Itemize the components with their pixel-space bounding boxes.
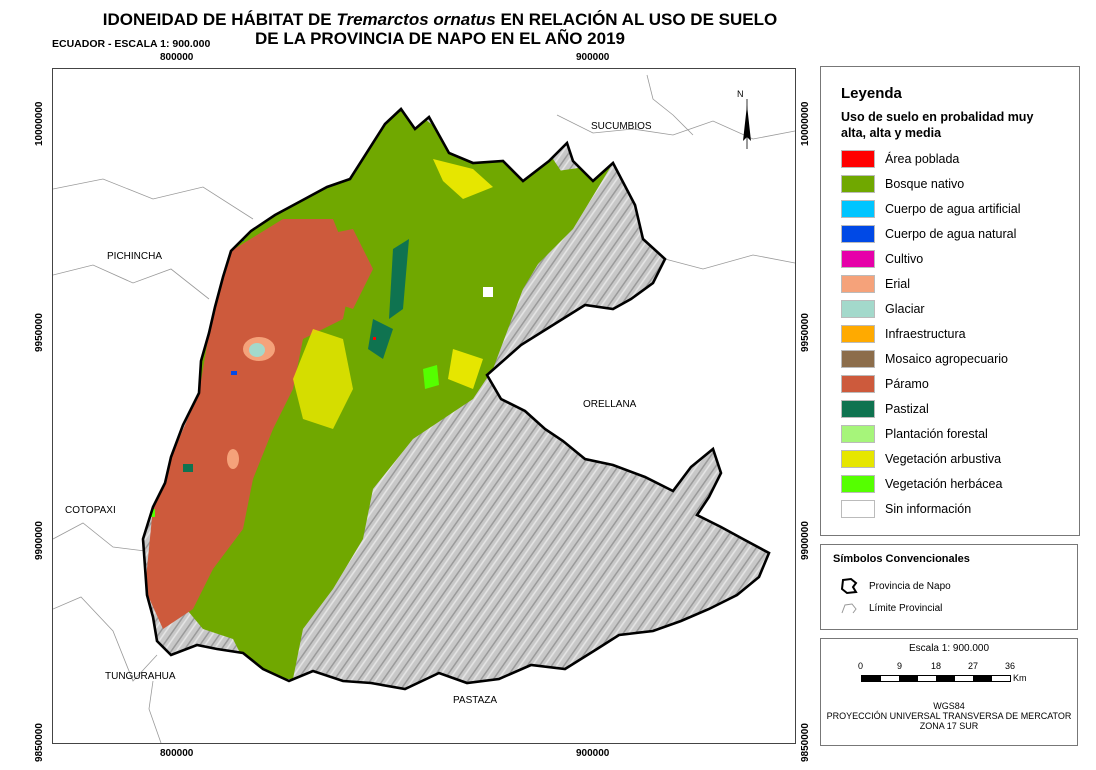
legend-panel: Leyenda Uso de suelo en probalidad muy a… [820,66,1080,536]
label-tungurahua: TUNGURAHUA [105,671,176,682]
legend-swatch [841,450,875,468]
map-frame: N SUCUMBIOS PICHINCHA ORELLANA COTOPAXI … [52,68,796,744]
legend-label: Cultivo [885,252,924,266]
scale-tick-0: 0 [858,661,864,671]
legend-label: Mosaico agropecuario [885,352,1008,366]
legend-swatch [841,200,875,218]
title-line1-pre: IDONEIDAD DE HÁBITAT DE [102,10,337,29]
legend-item: Cultivo [841,249,923,269]
title-species: Tremarctos ornatus [336,10,496,29]
legend-swatch [841,275,875,293]
projection-datum: WGS84 [933,701,965,711]
scale-tick-36: 36 [1005,661,1016,671]
legend-item: Plantación forestal [841,424,988,444]
scale-unit: Km [1013,673,1027,683]
conv-item-limite: Límite Provincial [839,601,942,615]
map-title: IDONEIDAD DE HÁBITAT DE Tremarctos ornat… [60,10,820,48]
map-subtitle: ECUADOR - ESCALA 1: 900.000 [52,38,211,50]
legend-item: Cuerpo de agua artificial [841,199,1021,219]
scale-bar: 0 9 18 27 36 Km [858,661,1051,691]
y-tick-left-9850000: 9850000 [34,723,45,762]
x-tick-top-900000: 900000 [576,52,610,63]
legend-subtitle: Uso de suelo en probalidad muy alta, alt… [841,110,1034,140]
y-tick-right-9850000: 9850000 [800,723,811,762]
conventions-panel: Símbolos Convencionales Provincia de Nap… [820,544,1078,630]
projection-zone: ZONA 17 SUR [919,721,979,731]
label-orellana: ORELLANA [583,399,637,410]
legend-swatch [841,250,875,268]
y-tick-left-9900000: 9900000 [34,521,45,560]
scale-tick-27: 27 [968,661,979,671]
legend-label: Área poblada [885,152,960,166]
conventions-title: Símbolos Convencionales [833,553,970,565]
legend-label: Pastizal [885,402,929,416]
legend-item: Mosaico agropecuario [841,349,1008,369]
legend-label: Plantación forestal [885,427,988,441]
legend-item: Infraestructura [841,324,966,344]
legend-label: Cuerpo de agua natural [885,227,1017,241]
legend-label: Cuerpo de agua artificial [885,202,1021,216]
legend-item: Erial [841,274,910,294]
legend-item: Bosque nativo [841,174,964,194]
conv-item-napo: Provincia de Napo [839,577,951,595]
x-tick-bottom-800000: 800000 [160,748,194,759]
legend-swatch [841,500,875,518]
legend-swatch [841,375,875,393]
projection-info: WGS84 PROYECCIÓN UNIVERSAL TRANSVERSA DE… [821,701,1077,731]
legend-item: Sin información [841,499,971,519]
conv-label-napo: Provincia de Napo [869,580,951,592]
scale-title: Escala 1: 900.000 [908,643,990,654]
legend-swatch [841,325,875,343]
y-tick-left-10000000: 10000000 [34,101,45,147]
legend-label: Páramo [885,377,929,391]
legend-swatch [841,425,875,443]
legend-swatch [841,475,875,493]
y-tick-right-10000000: 10000000 [800,101,811,147]
scale-panel: Escala 1: 900.000 0 9 18 27 36 Km WGS84 … [820,638,1078,746]
projection-name: PROYECCIÓN UNIVERSAL TRANSVERSA DE MERCA… [826,711,1072,721]
napo-landcover [143,109,769,689]
legend-title: Leyenda [841,85,902,102]
legend-swatch [841,300,875,318]
title-line1-post: EN RELACIÓN AL USO DE SUELO [495,10,778,29]
label-sucumbios: SUCUMBIOS [591,121,652,132]
legend-item: Vegetación herbácea [841,474,1002,494]
legend-item: Glaciar [841,299,925,319]
y-tick-left-9950000: 9950000 [34,313,45,352]
legend-swatch [841,150,875,168]
napo-province-symbol-icon [840,577,858,595]
legend-item: Área poblada [841,149,959,169]
map-canvas [53,74,795,743]
x-tick-top-800000: 800000 [160,52,194,63]
provincial-boundaries [53,74,795,743]
scale-tick-18: 18 [931,661,942,671]
provincial-limit-symbol-icon [841,603,857,614]
legend-swatch [841,350,875,368]
conv-label-limite: Límite Provincial [869,602,943,614]
legend-item: Vegetación arbustiva [841,449,1001,469]
legend-label: Sin información [885,502,972,516]
north-label: N [737,89,744,99]
label-cotopaxi: COTOPAXI [65,505,116,516]
legend-swatch [841,175,875,193]
legend-label: Vegetación herbácea [885,477,1003,491]
legend-item: Cuerpo de agua natural [841,224,1016,244]
legend-swatch [841,400,875,418]
y-tick-right-9900000: 9900000 [800,521,811,560]
legend-label: Glaciar [885,302,925,316]
legend-label: Vegetación arbustiva [885,452,1002,466]
legend-label: Infraestructura [885,327,966,341]
legend-item: Pastizal [841,399,929,419]
x-tick-bottom-900000: 900000 [576,748,610,759]
y-tick-right-9950000: 9950000 [800,313,811,352]
label-pichincha: PICHINCHA [107,251,163,262]
title-line2: DE LA PROVINCIA DE NAPO EN EL AÑO 2019 [255,29,625,48]
scale-tick-9: 9 [897,661,903,671]
north-arrow-icon [743,99,751,149]
legend-item: Páramo [841,374,929,394]
legend-label: Bosque nativo [885,177,965,191]
legend-label: Erial [885,277,911,291]
legend-swatch [841,225,875,243]
label-pastaza: PASTAZA [453,695,498,706]
